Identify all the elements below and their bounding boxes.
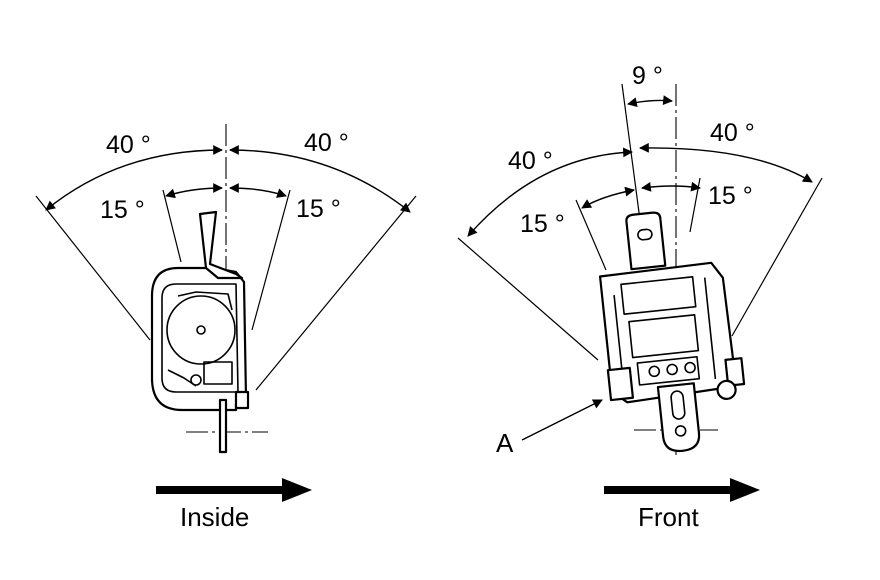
left-view: 40 ° 40 ° 15 ° 15 ° Inside <box>35 124 417 532</box>
left-15-left-arc <box>165 183 223 199</box>
left-40-left-arc <box>45 145 223 211</box>
right-9-degree-arc <box>627 95 673 107</box>
left-angle-15-right: 15 ° <box>296 195 341 223</box>
left-angle-40-right: 40 ° <box>304 129 349 157</box>
right-40-right-extension <box>731 177 823 337</box>
inside-direction-arrow <box>156 478 312 502</box>
right-angle-15-left: 15 ° <box>520 210 565 238</box>
right-angle-40-left: 40 ° <box>508 147 553 175</box>
right-angle-9: 9 ° <box>632 62 663 90</box>
right-view: 9 ° 40 ° 40 ° 15 ° 15 ° <box>457 62 823 532</box>
left-40-left-extension <box>35 195 151 341</box>
right-15-right-extension <box>689 177 701 233</box>
left-retractor <box>150 210 250 454</box>
pointer-a-leader <box>521 399 603 441</box>
left-15-left-extension <box>162 189 182 263</box>
inside-label: Inside <box>180 502 249 532</box>
right-40-left-extension <box>457 237 599 361</box>
front-label: Front <box>638 502 699 532</box>
right-40-right-arc <box>639 142 813 183</box>
right-angle-40-right: 40 ° <box>710 119 755 147</box>
left-angle-15-left: 15 ° <box>100 196 145 224</box>
left-40-right-arc <box>229 145 411 213</box>
right-15-right-arc <box>641 181 701 192</box>
pointer-a-label: A <box>496 428 514 458</box>
left-angle-40-left: 40 ° <box>106 131 151 159</box>
right-15-left-arc <box>581 186 635 209</box>
front-direction-arrow <box>604 478 760 502</box>
left-15-right-extension <box>251 189 291 331</box>
right-40-left-arc <box>467 147 633 237</box>
right-retractor <box>598 211 746 453</box>
right-15-left-extension <box>575 199 607 271</box>
left-40-right-extension <box>255 195 417 391</box>
left-15-right-arc <box>229 183 287 198</box>
right-angle-15-right: 15 ° <box>708 182 753 210</box>
